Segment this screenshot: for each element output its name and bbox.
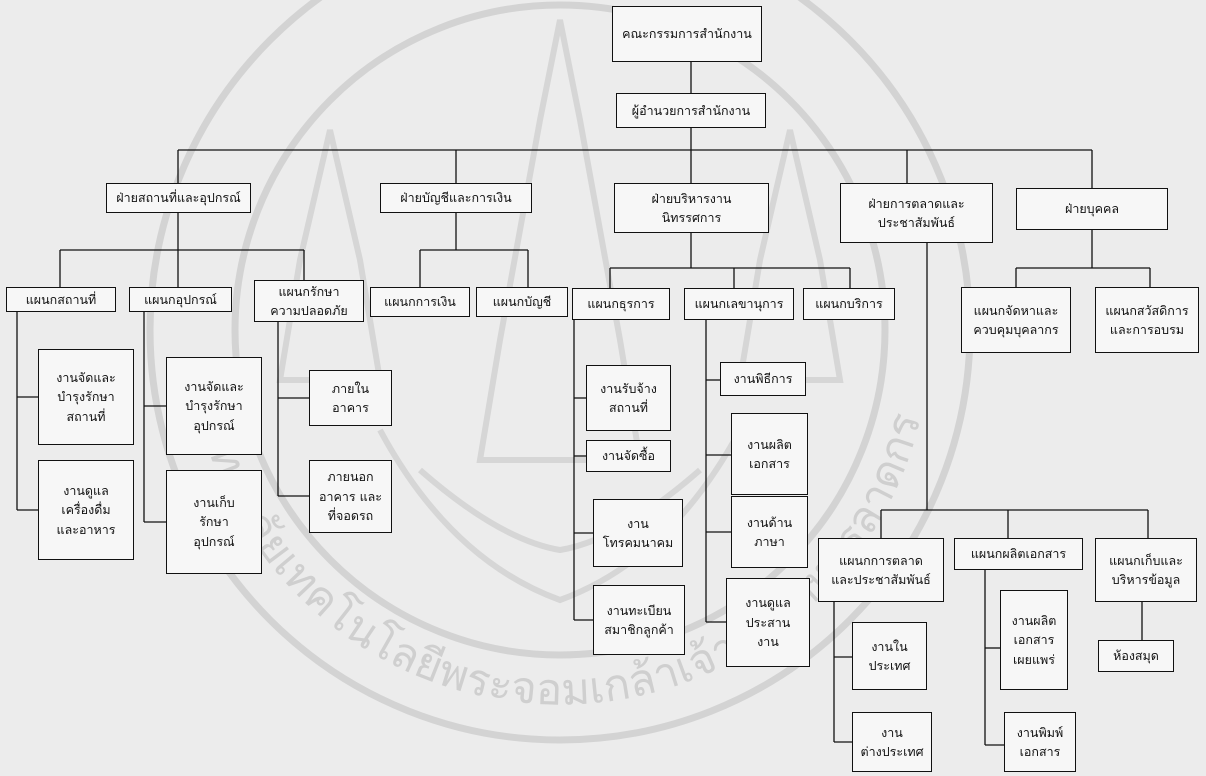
job-printing-box: งานพิมพ์ เอกสาร — [1004, 712, 1076, 772]
job-outside-building-box: ภายนอก อาคาร และ ที่จอดรถ — [309, 460, 392, 533]
job-document-production-box: งานผลิต เอกสาร — [731, 413, 808, 495]
job-inside-building-box: ภายใน อาคาร — [309, 370, 392, 426]
division-accounting-box: ฝ่ายบัญชีและการเงิน — [380, 183, 532, 213]
section-recruitment-box: แผนกจัดหาและ ควบคุมบุคลากร — [961, 287, 1071, 353]
job-domestic-box: งานใน ประเทศ — [852, 622, 927, 690]
job-library-box: ห้องสมุด — [1098, 640, 1174, 672]
section-data-management-box: แผนกเก็บและ บริหารข้อมูล — [1095, 538, 1197, 602]
job-drinks-food-box: งานดูแล เครื่องดื่ม และอาหาร — [38, 460, 134, 560]
job-international-box: งาน ต่างประเทศ — [852, 712, 932, 772]
section-marketing-pr-box: แผนกการตลาด และประชาสัมพันธ์ — [818, 538, 944, 602]
seal-inner-ring — [231, 1, 889, 659]
section-service-box: แผนกบริการ — [803, 288, 895, 320]
board-box: คณะกรรมการสำนักงาน — [612, 6, 762, 62]
section-clerical-box: แผนกธุรการ — [572, 288, 670, 320]
division-exhibition-box: ฝ่ายบริหารงาน นิทรรศการ — [614, 183, 769, 233]
job-equipment-maintenance-box: งานจัดและ บำรุงรักษา อุปกรณ์ — [166, 357, 262, 455]
section-security-box: แผนกรักษา ความปลอดภัย — [254, 280, 364, 322]
job-location-maintenance-box: งานจัดและ บำรุงรักษา สถานที่ — [38, 349, 134, 445]
director-box: ผู้อำนวยการสำนักงาน — [616, 93, 766, 128]
section-location-box: แผนกสถานที่ — [6, 287, 116, 312]
section-secretary-box: แผนกเลขานุการ — [684, 288, 794, 320]
job-telecom-box: งาน โทรคมนาคม — [593, 499, 683, 567]
section-accounts-box: แผนกบัญชี — [476, 287, 568, 317]
job-venue-rental-box: งานรับจ้าง สถานที่ — [586, 365, 671, 431]
seal-pagoda-icon — [276, 19, 844, 604]
section-equipment-box: แผนกอุปกรณ์ — [129, 287, 232, 312]
job-language-box: งานด้าน ภาษา — [731, 496, 808, 568]
job-ceremony-box: งานพิธีการ — [720, 362, 806, 396]
job-purchasing-box: งานจัดซื้อ — [586, 440, 671, 472]
section-document-production-box: แผนกผลิตเอกสาร — [954, 538, 1083, 570]
job-registration-box: งานทะเบียน สมาชิกลูกค้า — [593, 585, 685, 655]
job-coordination-box: งานดูแล ประสาน งาน — [726, 578, 810, 667]
section-welfare-training-box: แผนกสวัสดิการ และการอบรม — [1095, 287, 1199, 353]
section-finance-box: แผนกการเงิน — [370, 287, 470, 317]
division-personnel-box: ฝ่ายบุคคล — [1016, 188, 1168, 230]
division-marketing-box: ฝ่ายการตลาดและ ประชาสัมพันธ์ — [840, 183, 993, 243]
job-equipment-storage-box: งานเก็บ รักษา อุปกรณ์ — [166, 470, 262, 574]
division-facilities-box: ฝ่ายสถานที่และอุปกรณ์ — [106, 183, 251, 213]
job-publication-box: งานผลิต เอกสาร เผยแพร่ — [1000, 590, 1068, 690]
